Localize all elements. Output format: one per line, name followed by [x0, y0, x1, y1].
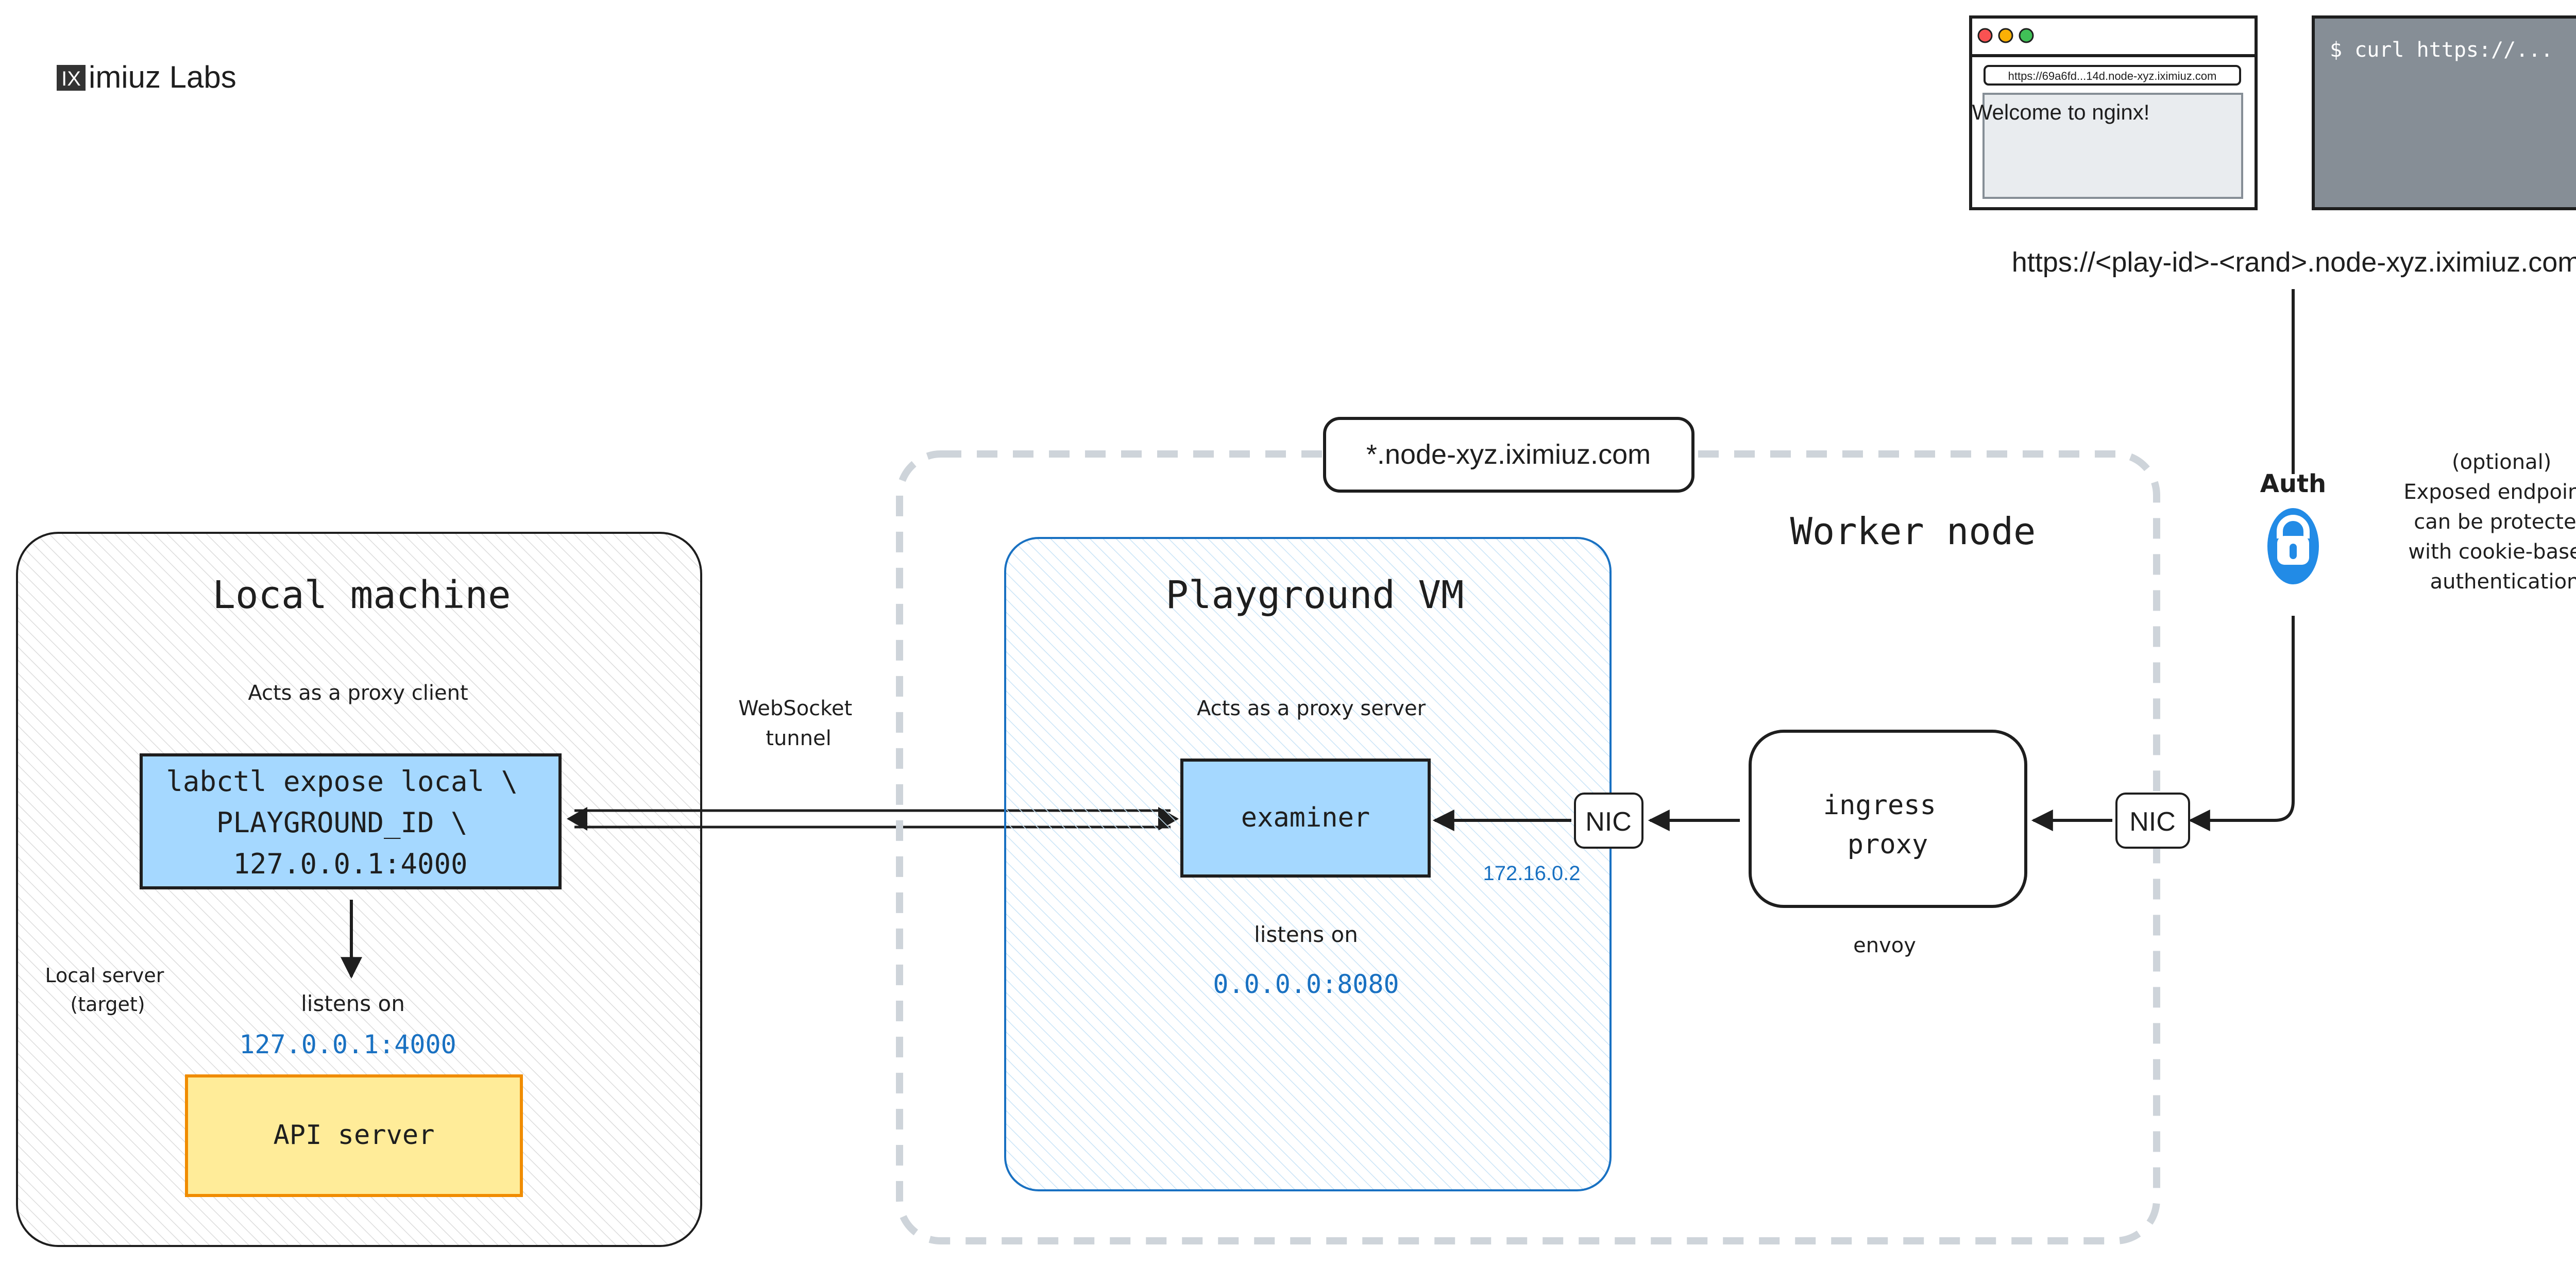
playground-vm-title: Playground VM [1165, 573, 1464, 617]
worker-node-title: Worker node [1790, 510, 2036, 553]
logo-text: imiuz Labs [89, 60, 236, 94]
maximize-dot-icon [2019, 28, 2034, 43]
auth-to-nic-arrow [2188, 616, 2295, 831]
api-server-label: API server [273, 1120, 434, 1151]
vm-nic-ip: 172.16.0.2 [1483, 862, 1580, 885]
public-url: https://<play-id>-<rand>.node-xyz.iximiu… [2012, 247, 2576, 278]
iximiuz-logo: IX imiuz Labs [57, 60, 236, 94]
ingress-proxy-label: ingress proxy [1823, 790, 1952, 860]
logo-mark: IX [61, 68, 81, 90]
ingress-proxy-box [1749, 730, 2027, 908]
vm-address: 0.0.0.0:8080 [1213, 969, 1399, 999]
websocket-tunnel-label: WebSocket tunnel [738, 697, 859, 750]
playground-vm-role: Acts as a proxy server [1197, 697, 1426, 720]
labctl-command-box [140, 753, 562, 889]
vm-nic-label: NIC [1585, 807, 1632, 837]
browser-url: https://69a6fd...14d.node-xyz.iximiuz.co… [2008, 70, 2217, 82]
local-address: 127.0.0.1:4000 [239, 1030, 456, 1059]
vm-listens-on: listens on [1254, 922, 1358, 947]
browser-url-bar [1984, 65, 2241, 86]
examiner-label: examiner [1241, 802, 1370, 833]
vm-nic-box [1574, 793, 1643, 849]
examiner-box [1180, 759, 1431, 878]
labctl-command: labctl expose local \ PLAYGROUND_ID \ 12… [166, 765, 534, 880]
local-listens-on: listens on [301, 991, 405, 1016]
ingress-impl: envoy [1853, 934, 1916, 957]
local-machine-title: Local machine [212, 573, 511, 617]
terminal-window: $ curl https://... [2312, 15, 2576, 210]
close-dot-icon [1977, 28, 1993, 43]
browser-page-content: Welcome to nginx! [1972, 100, 2150, 124]
wildcard-domain-box [1323, 417, 1694, 493]
node-nic-label: NIC [2129, 807, 2176, 837]
api-server-box [185, 1074, 523, 1197]
local-machine-box: Local machine Acts as a proxy client lab… [16, 532, 702, 1247]
auth-label: Auth [2260, 469, 2326, 498]
playground-vm-box: Playground VM Acts as a proxy server exa… [1004, 537, 1612, 1191]
node-nic-box [2115, 793, 2190, 849]
auth-note: (optional) Exposed endpoints can be prot… [2403, 450, 2576, 594]
terminal-command: $ curl https://... [2330, 38, 2553, 62]
wildcard-domain: *.node-xyz.iximiuz.com [1366, 439, 1651, 470]
minimize-dot-icon [1998, 28, 2013, 43]
local-machine-role: Acts as a proxy client [248, 681, 468, 705]
lock-icon [2267, 508, 2319, 584]
local-server-label: Local server (target) [45, 964, 171, 1016]
browser-window: https://69a6fd...14d.node-xyz.iximiuz.co… [1969, 15, 2258, 210]
